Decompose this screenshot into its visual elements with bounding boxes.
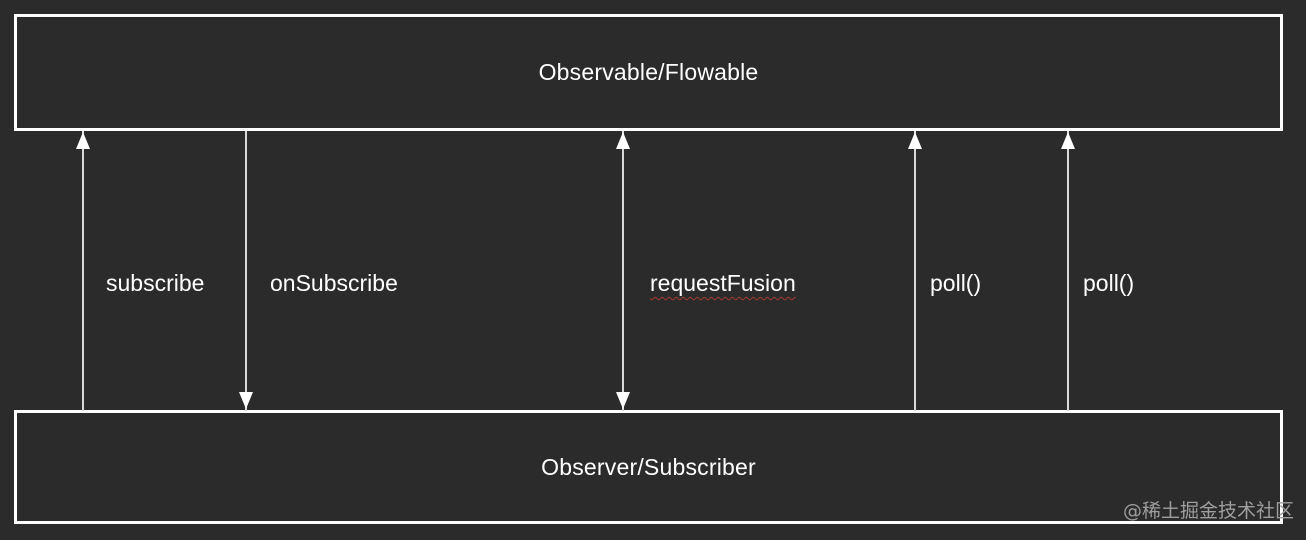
arrow-label-onsubscribe-1: onSubscribe [270,270,398,296]
arrowhead-up-icon-poll-3 [908,132,922,149]
arrowhead-down-icon-onsubscribe-1 [239,392,253,409]
arrow-label-requestfusion-2: requestFusion [650,270,796,296]
arrow-line-subscribe-0 [82,131,84,411]
arrow-line-onsubscribe-1 [245,131,247,411]
arrowhead-up-icon-poll-4 [1061,132,1075,149]
observable-flowable-label: Observable/Flowable [538,59,759,85]
arrow-line-poll-4 [1067,131,1069,411]
arrow-label-poll-3: poll() [930,270,982,296]
arrow-line-requestfusion-2 [622,131,624,411]
arrow-label-subscribe-0: subscribe [106,270,205,296]
observable-flowable-box: Observable/Flowable [14,14,1283,131]
watermark: @稀土掘金技术社区 [1122,500,1294,522]
arrowhead-down-icon-requestfusion-2 [616,392,630,409]
observer-subscriber-label: Observer/Subscriber [541,453,756,480]
arrowhead-up-icon-subscribe-0 [76,132,90,149]
observer-subscriber-box: Observer/Subscriber [14,410,1283,524]
arrowhead-up-icon-requestfusion-2 [616,132,630,149]
arrow-line-poll-3 [914,131,916,411]
arrow-label-poll-4: poll() [1083,270,1135,296]
